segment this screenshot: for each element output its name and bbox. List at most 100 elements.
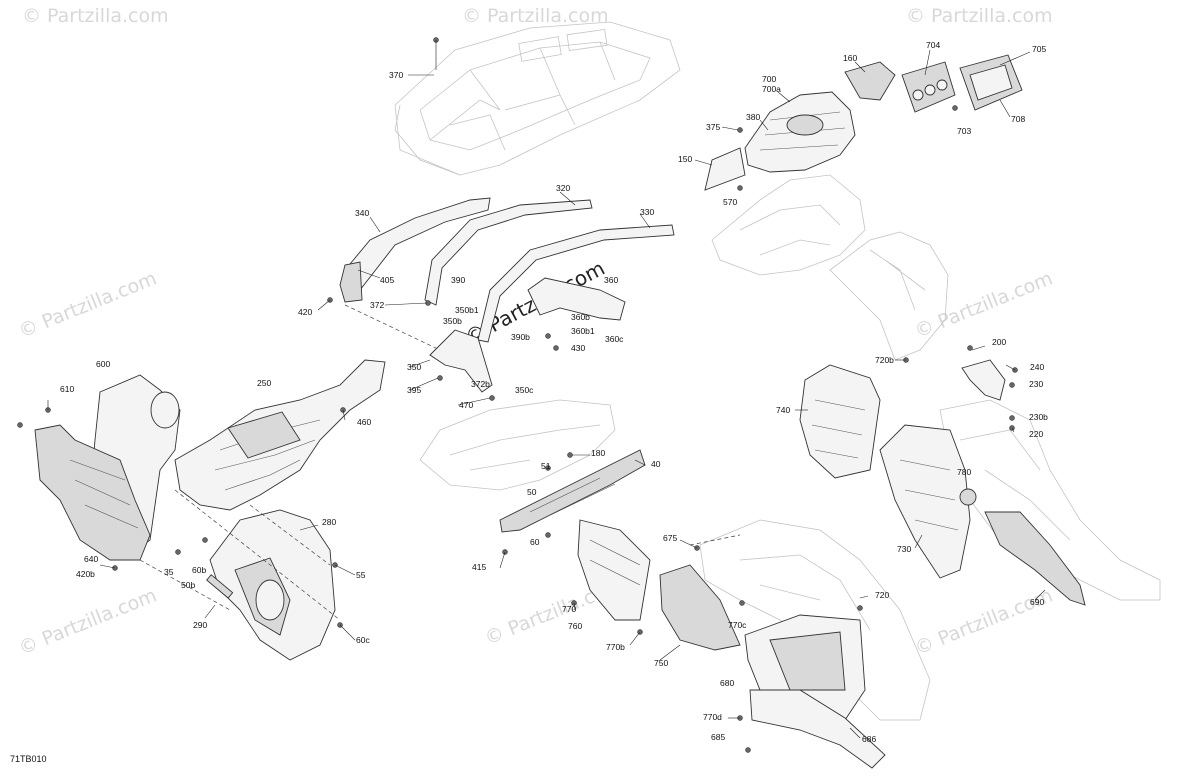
side-panel-ghost	[939, 399, 1161, 601]
callout-680: 680	[720, 678, 734, 688]
callout-350c: 350c	[515, 385, 534, 395]
callout-220: 220	[1029, 429, 1043, 439]
roof-ghost	[394, 21, 681, 176]
watermark: © Partzilla.com	[462, 5, 609, 27]
callout-395: 395	[407, 385, 421, 395]
callout-420: 420	[298, 307, 312, 317]
part-320-bar	[424, 199, 593, 306]
callout-leaders	[47, 49, 1046, 739]
callout-60c: 60c	[356, 635, 370, 645]
callout-40: 40	[651, 459, 661, 469]
callout-610: 610	[60, 384, 74, 394]
callout-770: 770	[562, 604, 576, 614]
part-330-bar	[477, 224, 675, 343]
callout-350: 350	[407, 362, 421, 372]
part-150-cover	[704, 147, 746, 191]
callouts: 370 160 704 705 700 700a 375 380 150 703…	[60, 40, 1048, 744]
callout-640: 640	[84, 554, 98, 564]
callout-280: 280	[322, 517, 336, 527]
watermark: © Partzilla.com	[906, 5, 1053, 27]
callout-50: 50	[527, 487, 537, 497]
part-740-panel	[799, 364, 881, 479]
part-700-instrument-housing	[744, 91, 856, 173]
callout-570: 570	[723, 197, 737, 207]
part-685-panel	[749, 689, 886, 769]
callout-770b: 770b	[606, 642, 625, 652]
callout-55: 55	[356, 570, 366, 580]
dash-panel-ghost	[711, 174, 949, 361]
callout-250: 250	[257, 378, 271, 388]
callout-460: 460	[357, 417, 371, 427]
callout-50b: 50b	[181, 580, 195, 590]
part-350-bracket	[429, 329, 493, 393]
callout-340: 340	[355, 208, 369, 218]
watermarks: © Partzilla.com © Partzilla.com © Partzi…	[16, 5, 1056, 660]
callout-390b: 390b	[511, 332, 530, 342]
callout-740: 740	[776, 405, 790, 415]
part-730-panel	[879, 424, 977, 579]
callout-390: 390	[451, 275, 465, 285]
part-760-guard	[577, 519, 651, 621]
callout-720: 720	[875, 590, 889, 600]
part-280-panel	[209, 509, 336, 661]
part-40-crossmember	[499, 449, 646, 533]
callout-675: 675	[663, 533, 677, 543]
callout-350b: 350b	[443, 316, 462, 326]
callout-730: 730	[897, 544, 911, 554]
callout-600: 600	[96, 359, 110, 369]
callout-35: 35	[164, 567, 174, 577]
part-690-panel	[984, 511, 1086, 606]
part-290-plate	[206, 574, 234, 599]
callout-704: 704	[926, 40, 940, 50]
callout-685: 685	[711, 732, 725, 742]
callout-180: 180	[591, 448, 605, 458]
callout-780: 780	[957, 467, 971, 477]
watermark: © Partzilla.com	[16, 267, 160, 342]
callout-430: 430	[571, 343, 585, 353]
assembly-dash-lines	[139, 304, 741, 621]
hood-ghost	[419, 399, 616, 491]
callout-760: 760	[568, 621, 582, 631]
callout-375: 375	[706, 122, 720, 132]
callout-330: 330	[640, 207, 654, 217]
callout-230b: 230b	[1029, 412, 1048, 422]
callout-51: 51	[541, 461, 551, 471]
callout-60b: 60b	[192, 565, 206, 575]
callout-150: 150	[678, 154, 692, 164]
part-705-display	[959, 54, 1023, 111]
callout-200: 200	[992, 337, 1006, 347]
part-680-panel	[744, 614, 866, 721]
callout-700: 700	[762, 74, 776, 84]
callout-230: 230	[1029, 379, 1043, 389]
callout-360b: 360b	[571, 312, 590, 322]
watermark: © Partzilla.com	[912, 584, 1056, 659]
callout-350b1: 350b1	[455, 305, 479, 315]
part-360-bracket	[527, 277, 626, 321]
callout-770d: 770d	[703, 712, 722, 722]
part-340-rail	[339, 197, 491, 303]
watermark: © Partzilla.com	[22, 5, 169, 27]
callout-686: 686	[862, 734, 876, 744]
part-250-console	[174, 359, 386, 511]
fasteners	[17, 37, 1018, 753]
rear-fender-ghost	[699, 519, 931, 721]
part-704-bezel	[901, 61, 956, 113]
callout-240: 240	[1030, 362, 1044, 372]
watermark: © Partzilla.com	[912, 267, 1056, 342]
callout-750: 750	[654, 658, 668, 668]
callout-405: 405	[380, 275, 394, 285]
callout-160: 160	[843, 53, 857, 63]
callout-372b: 372b	[471, 379, 490, 389]
callout-360b1: 360b1	[571, 326, 595, 336]
callout-470: 470	[459, 400, 473, 410]
callout-320: 320	[556, 183, 570, 193]
part-200-bracket	[961, 359, 1006, 401]
callout-700a: 700a	[762, 84, 781, 94]
callout-360c: 360c	[605, 334, 624, 344]
diagram-code: 71TB010	[10, 754, 47, 764]
callout-290: 290	[193, 620, 207, 630]
callout-420b: 420b	[76, 569, 95, 579]
callout-370: 370	[389, 70, 403, 80]
callout-690: 690	[1030, 597, 1044, 607]
